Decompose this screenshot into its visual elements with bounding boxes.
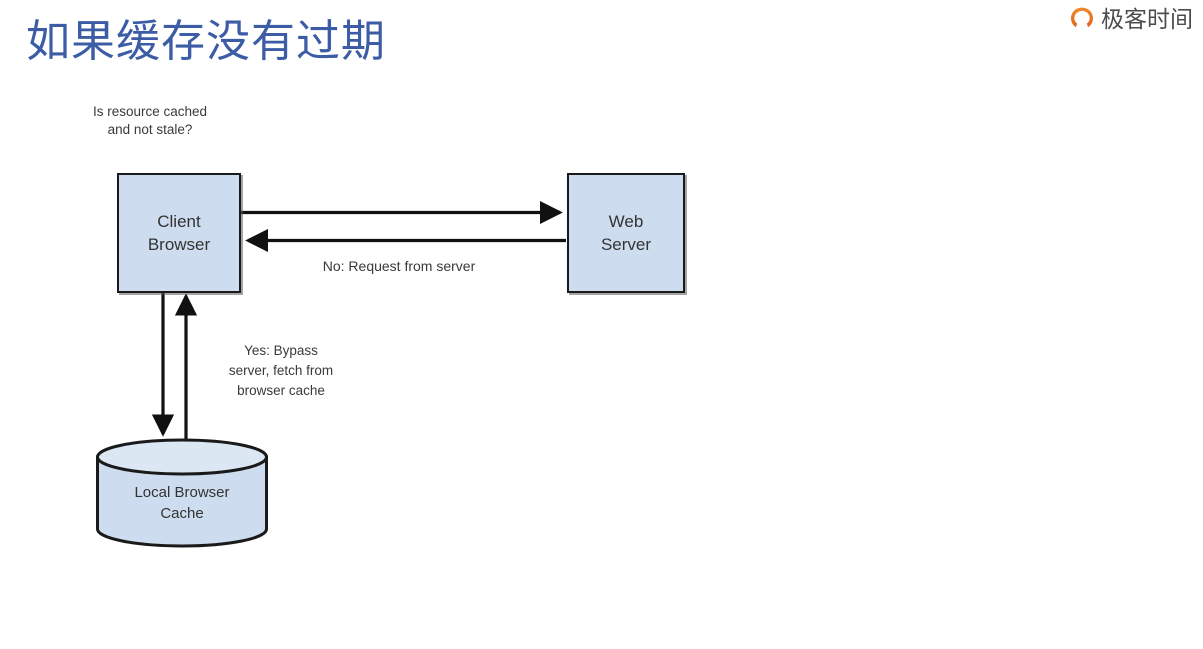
node-local-browser-cache-label: Local Browser Cache — [134, 484, 230, 522]
page-title: 如果缓存没有过期 — [26, 17, 386, 66]
node-web-server-label: Web Server — [600, 212, 652, 254]
question-label: Is resource cached and not stale? — [92, 104, 208, 137]
geektime-logo-icon — [1071, 7, 1093, 28]
brand-name: 极客时间 — [1101, 6, 1193, 32]
node-local-browser-cache[interactable]: Local Browser Cache — [94, 437, 270, 549]
node-web-server[interactable]: Web Server — [567, 173, 685, 293]
node-client-browser[interactable]: Client Browser — [117, 173, 241, 293]
edge-label-no-request: No: Request from server — [322, 258, 476, 274]
cylinder-shape — [96, 438, 268, 548]
node-client-browser-label: Client Browser — [147, 212, 211, 254]
brand-logo: 极客时间 — [1069, 6, 1193, 32]
edge-label-yes-bypass: Yes: Bypass server, fetch from browser c… — [228, 343, 334, 398]
